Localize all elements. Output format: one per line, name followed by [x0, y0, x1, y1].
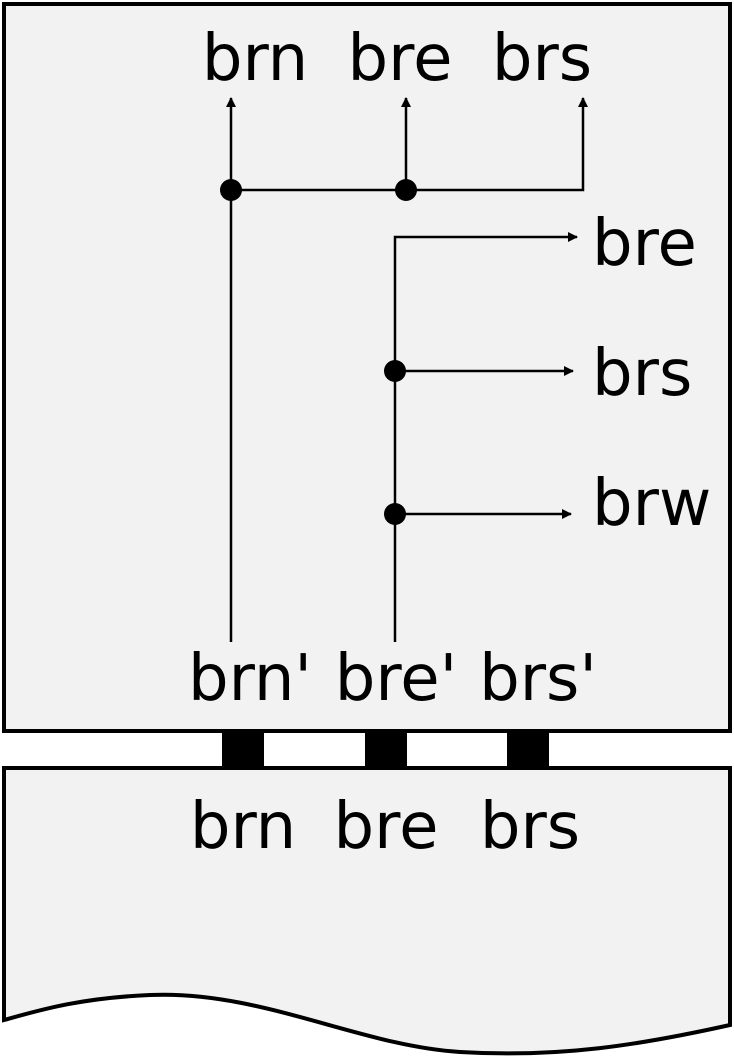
top-output-label: brs	[492, 22, 592, 96]
connector-pin-bre	[365, 733, 407, 768]
connector-pin-brn	[222, 733, 264, 768]
connector-pin-brs	[507, 733, 549, 768]
lower-block-label: brs	[480, 790, 580, 864]
upper-block	[2, 2, 732, 733]
bottom-input-label: brn'	[188, 642, 312, 716]
wire-brs-up	[231, 97, 588, 192]
junction-dot	[220, 179, 242, 201]
lower-block	[2, 766, 732, 1056]
junction-dot	[384, 360, 406, 382]
side-output-label: bre	[592, 207, 697, 281]
lower-block-label: brn	[190, 790, 296, 864]
junction-dot	[395, 179, 417, 201]
bottom-input-label: bre'	[335, 642, 458, 716]
top-output-label: bre	[348, 22, 453, 96]
side-output-label: brw	[592, 467, 711, 541]
lower-block-label: bre	[334, 790, 439, 864]
side-output-label: brs	[592, 337, 692, 411]
top-output-label: brn	[202, 22, 308, 96]
bottom-input-label: brs'	[479, 642, 597, 716]
junction-dot	[384, 503, 406, 525]
